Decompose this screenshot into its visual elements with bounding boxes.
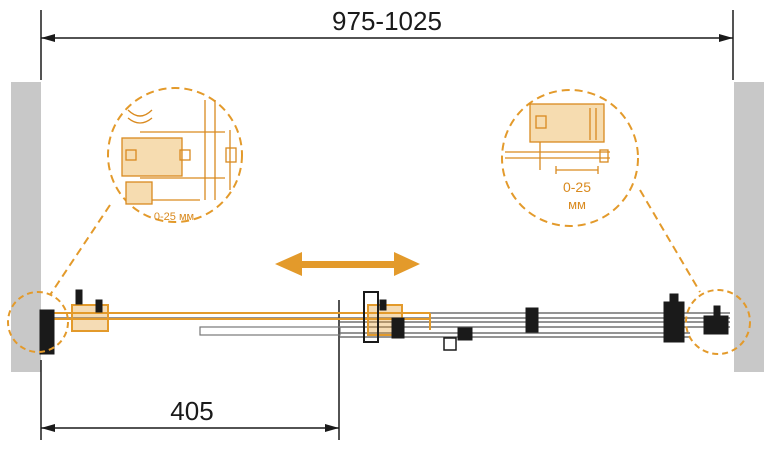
- right-adjust-unit: мм: [568, 197, 586, 212]
- left-wall: [11, 82, 41, 372]
- opening-width-label: 405: [170, 396, 213, 426]
- total-width-label: 975-1025: [332, 6, 442, 36]
- left-callout-detail: [121, 100, 237, 205]
- opening-width-dimension: [40, 300, 340, 440]
- double-arrow-icon: [275, 252, 420, 276]
- right-wall: [734, 82, 764, 372]
- hardware-fittings: [39, 289, 729, 355]
- left-callout-leader: [49, 87, 243, 296]
- left-adjust-label: 0-25 мм: [154, 211, 194, 223]
- right-adjust-range: 0-25: [563, 179, 591, 195]
- total-width-dimension: [40, 10, 734, 80]
- wall-fixing-circles: [7, 289, 751, 355]
- sliding-door-panel: [45, 304, 431, 336]
- right-callout-detail: [505, 103, 610, 174]
- right-callout-leader: [501, 89, 701, 293]
